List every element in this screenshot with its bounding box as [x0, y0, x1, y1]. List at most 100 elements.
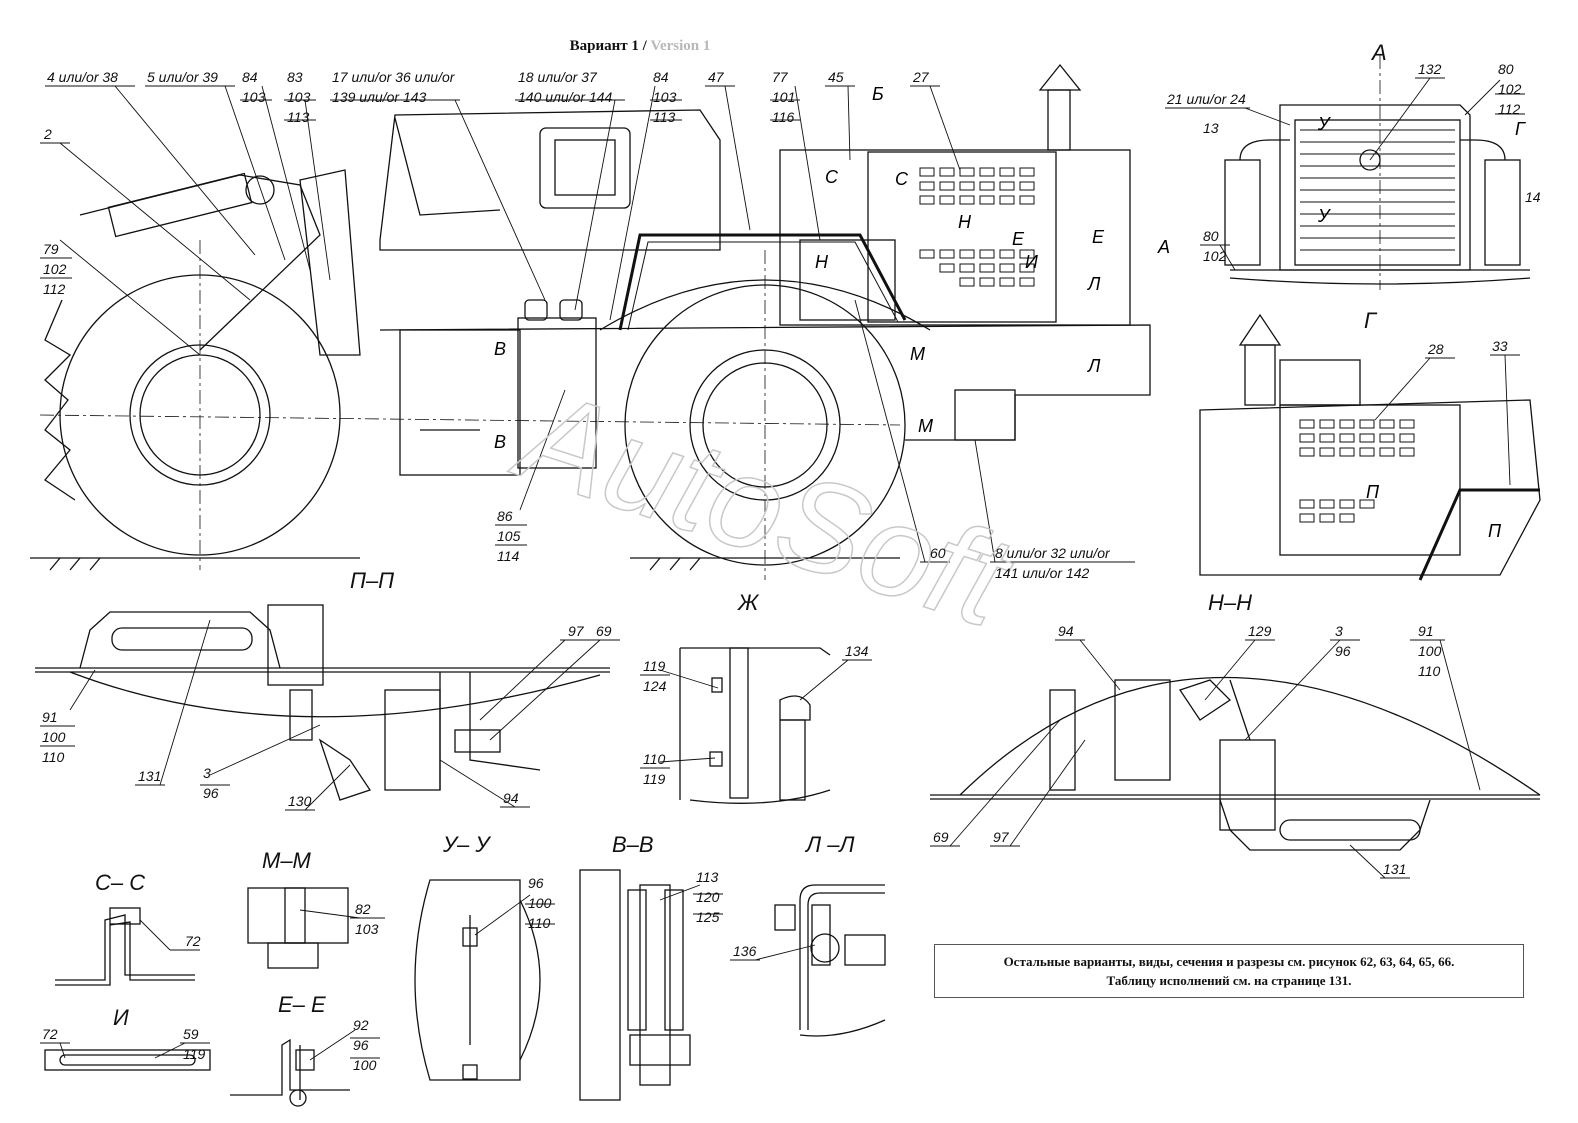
title-main: Вариант 1 / — [569, 38, 647, 54]
callout-label: 100 — [528, 895, 552, 911]
section-label: Ж — [737, 590, 760, 615]
section-label: Е– Е — [278, 992, 326, 1017]
callout-label: 130 — [288, 793, 312, 809]
front-linkage — [299, 169, 361, 356]
callout-label: 77 — [772, 69, 789, 85]
callout-label: 17 или/or 36 или/or — [332, 69, 456, 85]
callout-label: 28 — [1427, 341, 1444, 357]
callout-label: 18 или/or 37 — [518, 69, 598, 85]
callout-label: 103 — [355, 921, 379, 937]
view-marker: Г — [1515, 119, 1526, 139]
section-s-s — [55, 907, 195, 986]
view-marker: М — [918, 416, 933, 436]
callout-label: 59 — [183, 1026, 199, 1042]
view-marker: В — [494, 339, 506, 359]
title-version: Version 1 — [650, 38, 711, 54]
view-marker: С — [825, 167, 839, 187]
callout-label: 102 — [43, 261, 67, 277]
view-marker: Л — [1087, 274, 1101, 294]
callout-label: 124 — [643, 678, 667, 694]
callout-label: 96 — [528, 875, 544, 891]
callout-label: 69 — [933, 829, 949, 845]
callout-label: 86 — [497, 508, 513, 524]
callout-label: 27 — [912, 69, 930, 85]
callout-label: 96 — [1335, 643, 1351, 659]
callout-label: 96 — [353, 1037, 369, 1053]
view-marker: Е — [1012, 229, 1025, 249]
view-i — [44, 1049, 211, 1071]
callout-label: 8 или/or 32 или/or — [995, 545, 1111, 561]
callout-label: 140 или/or 144 — [518, 89, 613, 105]
section-labels: А Г П–П Ж Н–Н С– С М–М У– У В–В Л –Л И Е… — [95, 40, 1387, 1030]
leader-lines — [40, 77, 1525, 1061]
section-label: М–М — [262, 848, 312, 873]
section-u-u — [414, 879, 541, 1081]
view-marker: У — [1317, 206, 1331, 226]
callout-label: 91 — [42, 709, 58, 725]
view-marker: Е — [1092, 227, 1105, 247]
view-a-front — [1224, 55, 1531, 290]
callout-label: 116 — [772, 109, 795, 125]
callout-label: 92 — [353, 1017, 369, 1033]
callout-label: 100 — [353, 1057, 377, 1073]
callout-label: 134 — [845, 643, 869, 659]
callout-label: 84 — [242, 69, 258, 85]
callout-label: 114 — [497, 548, 520, 564]
callout-label: 131 — [1383, 861, 1406, 877]
callout-label: 100 — [42, 729, 66, 745]
step-bracket — [517, 317, 597, 469]
callout-label: 102 — [1203, 248, 1227, 264]
section-p-p — [35, 604, 610, 801]
callout-label: 110 — [42, 749, 65, 765]
callout-label: 69 — [596, 623, 612, 639]
callout-label: 97 — [568, 623, 585, 639]
callout-label: 94 — [503, 790, 519, 806]
callout-label: 3 — [1335, 623, 1343, 639]
callout-label: 47 — [708, 69, 725, 85]
callout-label: 113 — [696, 869, 719, 885]
view-marker: А — [1157, 237, 1170, 257]
callout-label: 97 — [993, 829, 1010, 845]
tractor-side-view — [30, 63, 1151, 580]
callout-label: 141 или/or 142 — [995, 565, 1090, 581]
section-label: И — [113, 1005, 129, 1030]
section-l-l — [774, 884, 886, 1037]
callout-label: 5 или/or 39 — [147, 69, 218, 85]
view-marker: В — [494, 432, 506, 452]
callout-label: 132 — [1418, 61, 1442, 77]
view-marker: П — [1366, 482, 1380, 502]
callout-label: 110 — [643, 751, 666, 767]
note-line-2: Таблицу исполнений см. на странице 131. — [1106, 973, 1352, 988]
watermark: AutoSoft — [498, 359, 1029, 656]
callout-label: 91 — [1418, 623, 1434, 639]
view-marker: М — [910, 344, 925, 364]
callout-label: 2 — [43, 126, 52, 142]
section-label: П–П — [350, 568, 394, 593]
view-marker: П — [1488, 521, 1502, 541]
callout-label: 72 — [42, 1026, 58, 1042]
section-label: А — [1370, 40, 1387, 65]
view-g-side — [1199, 313, 1541, 581]
note-line-1: Остальные варианты, виды, сечения и разр… — [1003, 954, 1455, 969]
callout-label: 82 — [355, 901, 371, 917]
page-title: Вариант 1 / Version 1 — [520, 38, 760, 55]
callout-label: 101 — [772, 89, 795, 105]
section-label: С– С — [95, 870, 145, 895]
callout-label: 105 — [497, 528, 521, 544]
callout-label: 136 — [733, 943, 757, 959]
section-label: Л –Л — [804, 832, 855, 857]
section-n-n — [930, 677, 1541, 851]
callout-label: 79 — [43, 241, 59, 257]
view-marker: Л — [1087, 356, 1101, 376]
callout-label: 103 — [242, 89, 266, 105]
callout-label: 129 — [1248, 623, 1272, 639]
section-label: Г — [1364, 308, 1378, 333]
callout-label: 60 — [930, 545, 946, 561]
section-m-m — [247, 887, 349, 969]
callout-label: 113 — [287, 109, 310, 125]
callout-label: 21 или/or 24 — [1166, 91, 1246, 107]
view-marker: У — [1317, 114, 1331, 134]
